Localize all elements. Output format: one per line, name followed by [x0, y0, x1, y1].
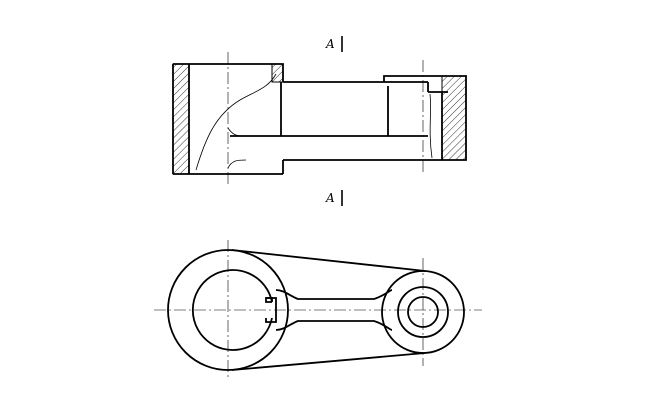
right-intersection-curve	[429, 93, 433, 159]
arm-lower-contour	[275, 320, 393, 331]
right-boss-section	[383, 75, 467, 161]
keyway-hatch	[271, 63, 284, 83]
left-hatch	[172, 63, 190, 175]
large-hub-bore-with-keyway	[191, 269, 273, 351]
fillet-upper	[227, 127, 243, 137]
lower-tangent-edge	[231, 352, 426, 371]
left-hub-outline	[173, 63, 284, 82]
section-view: A	[172, 36, 467, 186]
arm-section	[227, 81, 440, 169]
intersection-curve	[195, 73, 277, 171]
arm-upper-contour	[275, 289, 393, 300]
right-hatch	[441, 75, 467, 161]
fillet-lower	[227, 159, 247, 169]
plan-view	[154, 240, 482, 380]
keyway-slot	[265, 297, 277, 323]
section-label-top: A	[325, 37, 335, 51]
right-boss-outline	[383, 75, 467, 161]
section-label-bottom: A	[325, 191, 335, 205]
upper-tangent-edge	[231, 249, 426, 272]
